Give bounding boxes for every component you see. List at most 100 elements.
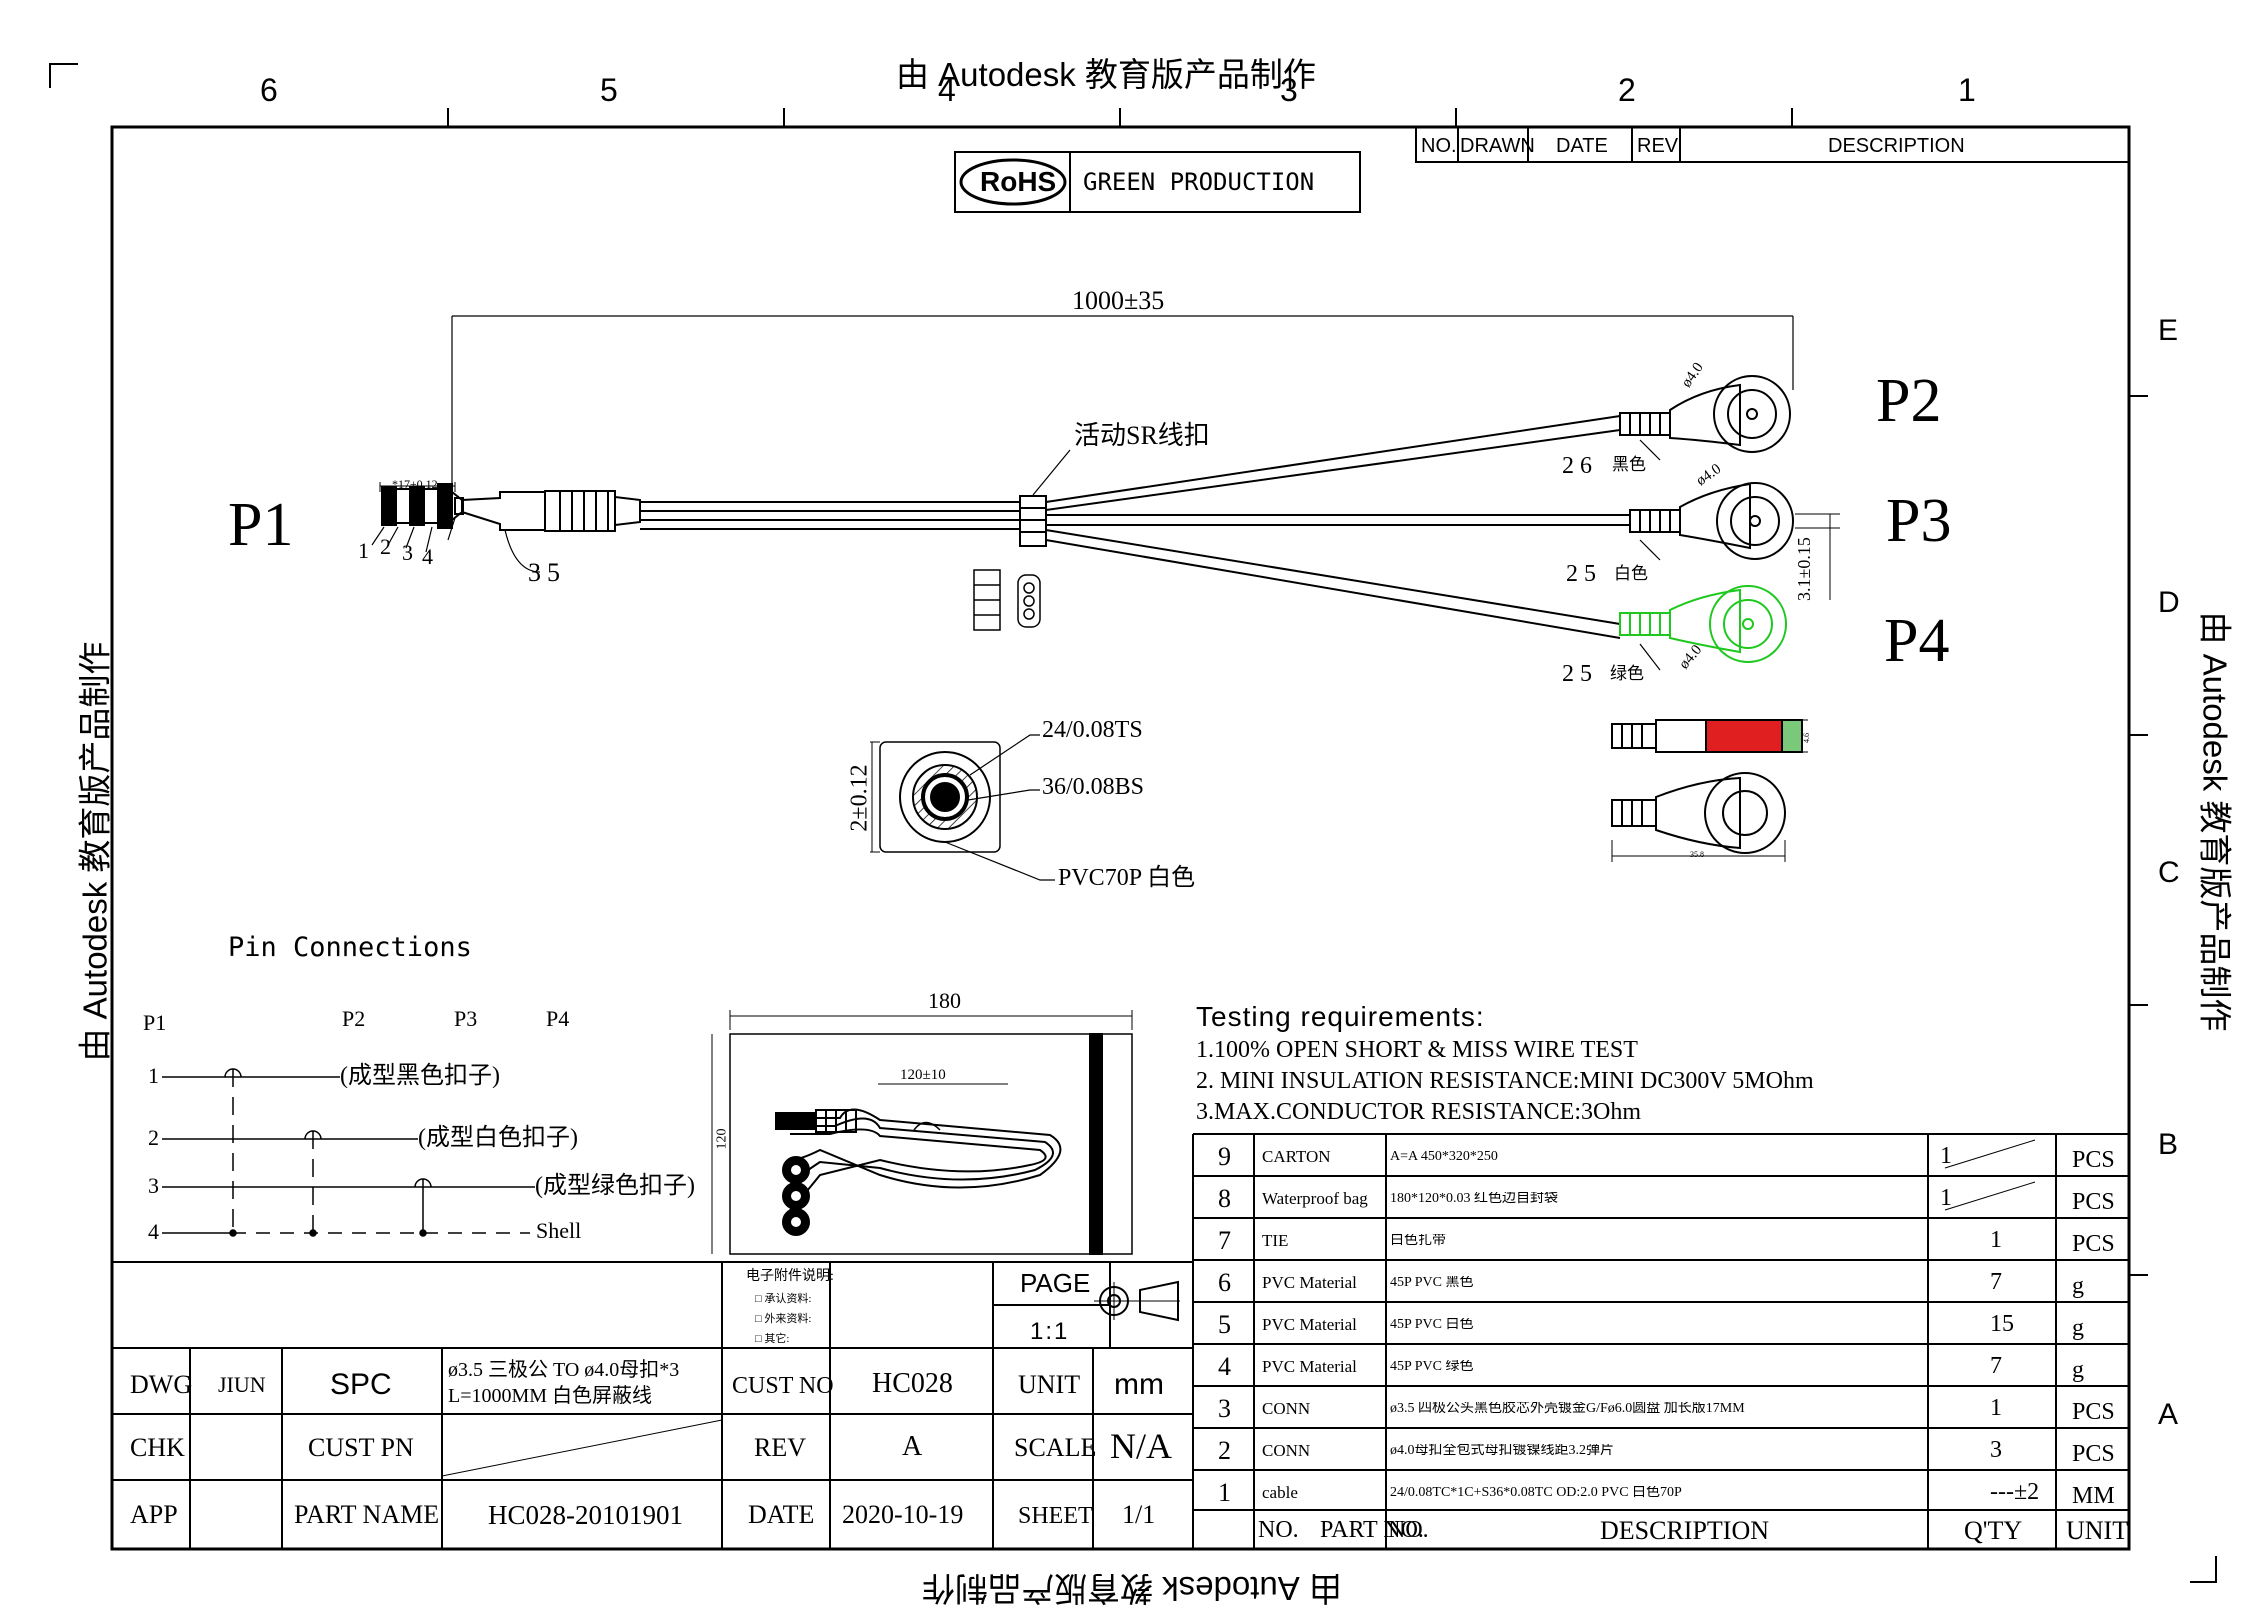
pin-3-label: 3 xyxy=(402,540,413,565)
rohs-label: GREEN PRODUCTION xyxy=(1083,168,1315,196)
bom-row-no: 3 xyxy=(1218,1394,1231,1423)
pin-4-label: 4 xyxy=(422,544,433,569)
bom-row-qty: 1 xyxy=(1940,1143,1952,1169)
rev-header-date: DATE xyxy=(1556,135,1608,157)
bom-row-no: 8 xyxy=(1218,1184,1231,1213)
p3-label: P3 xyxy=(1886,487,1952,555)
bom-row-unit: MM xyxy=(2072,1483,2115,1509)
dwg-by: JIUN xyxy=(218,1372,266,1397)
notes-item-1: □ 承认资料: xyxy=(755,1293,812,1305)
sheet-label: SHEET xyxy=(1018,1503,1093,1529)
bom-row-desc: ø3.5 四极公头黑色胶芯外壳镀金G/Fø6.0圆盘 加长版17MM xyxy=(1390,1402,1745,1416)
od-dimension: 2±0.12 xyxy=(846,764,873,832)
bom-header-desc: DESCRIPTION xyxy=(1600,1516,1770,1545)
bom-row-desc: 45P PVC 绿色 xyxy=(1390,1360,1474,1374)
snap-length-dimension: 35.8 xyxy=(1690,850,1704,859)
bom-row-no: 6 xyxy=(1218,1268,1231,1297)
bom-row-qty: 7 xyxy=(1990,1269,2002,1295)
bom-row-part: cable xyxy=(1262,1483,1298,1502)
bom-header-part: PART NO. xyxy=(1320,1517,1424,1543)
coil-length: 120±10 xyxy=(900,1067,946,1083)
dwg-label: DWG xyxy=(130,1370,193,1399)
pin-row-1-label: (成型黑色扣子) xyxy=(340,1063,500,1089)
bom-row-qty: 1 xyxy=(1940,1185,1952,1211)
zone-row-b: B xyxy=(2158,1128,2179,1161)
snap-side-dimension: 4.6 xyxy=(1802,733,1811,743)
pin-row-3-number: 3 xyxy=(148,1173,159,1198)
bom-row-qty: 1 xyxy=(1990,1395,2002,1421)
bom-row-desc: 45P PVC 白色 xyxy=(1390,1318,1474,1332)
bom-row-desc: 180*120*0.03 红色边自封袋 xyxy=(1390,1192,1558,1206)
zone-row-a: A xyxy=(2158,1398,2179,1431)
p3-snap xyxy=(1629,482,1840,600)
clip-detail xyxy=(973,569,1041,631)
bom-row-unit: PCS xyxy=(2072,1441,2115,1467)
bom-row-qty: 15 xyxy=(1990,1311,2014,1337)
rohs-box xyxy=(954,151,1361,213)
p4-snap xyxy=(1619,585,1787,663)
snap-top-view xyxy=(1611,772,1786,862)
cust-no-label: CUST NO xyxy=(732,1373,834,1399)
unit-label: UNIT xyxy=(1018,1370,1081,1399)
watermark-right: 由 Autodesk 教育版产品制作 xyxy=(2196,611,2234,1032)
plug-length-dimension: *17±0.12 xyxy=(392,477,438,491)
package-height: 120 xyxy=(714,1128,730,1150)
bom-row-no: 7 xyxy=(1218,1226,1231,1255)
pin-row-3-label: (成型绿色扣子) xyxy=(535,1173,695,1199)
bom-header-qty: Q'TY xyxy=(1964,1516,2023,1545)
unit-value: mm xyxy=(1114,1368,1164,1401)
bom-row-part: TIE xyxy=(1262,1231,1289,1250)
jacket-label: PVC70P 白色 xyxy=(1058,865,1196,891)
pin-row-2-label: (成型白色扣子) xyxy=(418,1125,578,1151)
bom-row-unit: PCS xyxy=(2072,1147,2115,1173)
bom-row-unit: PCS xyxy=(2072,1399,2115,1425)
bom-row-part: Waterproof bag xyxy=(1262,1189,1368,1208)
bom-row-desc: 白色扎带 xyxy=(1390,1234,1446,1248)
zone-row-c: C xyxy=(2158,856,2180,889)
title-line-2: L=1000MM 白色屏蔽线 xyxy=(448,1385,653,1407)
part-name-value: HC028-20101901 xyxy=(488,1500,683,1530)
p2-color: 黑色 xyxy=(1612,455,1646,474)
cust-no-value: HC028 xyxy=(872,1368,953,1399)
app-label: APP xyxy=(130,1500,178,1529)
bom-table xyxy=(1192,1133,2129,1549)
rev-value: A xyxy=(902,1431,923,1462)
pin-row-2-number: 2 xyxy=(148,1125,159,1150)
pin-row-4-number: 4 xyxy=(148,1219,159,1244)
rohs-badge: RoHS xyxy=(980,166,1057,197)
bom-row-unit: g xyxy=(2072,1357,2084,1383)
bom-row-qty: 7 xyxy=(1990,1353,2002,1379)
testing-line-3: 3.MAX.CONDUCTOR RESISTANCE:3Ohm xyxy=(1196,1099,1642,1125)
notes-title: 电子附件说明: xyxy=(746,1269,834,1284)
bom-row-part: CONN xyxy=(1262,1441,1311,1460)
p4-note: 25 xyxy=(1562,661,1598,687)
cust-pn-label: CUST PN xyxy=(308,1433,414,1462)
pin-row-1-number: 1 xyxy=(148,1063,159,1088)
bom-row-qty: ---±2 xyxy=(1990,1479,2040,1505)
zone-col-4: 4 xyxy=(938,72,956,108)
zone-row-e: E xyxy=(2158,314,2179,347)
bom-row-desc: 45P PVC 黑色 xyxy=(1390,1276,1474,1290)
pin-2-label: 2 xyxy=(380,534,391,559)
bom-header-no: NO. xyxy=(1258,1517,1299,1543)
rev-header-description: DESCRIPTION xyxy=(1828,135,1965,157)
pin-connections-title: Pin Connections xyxy=(228,932,472,963)
bom-row-unit: PCS xyxy=(2072,1231,2115,1257)
zone-col-2: 2 xyxy=(1618,72,1636,108)
bom-row-desc: ø4.0母扣全包式母扣镀镍线距3.2弹片 xyxy=(1390,1444,1614,1458)
rev-header-rev: REV xyxy=(1637,135,1679,157)
p2-snap xyxy=(1619,375,1791,453)
corner-mark xyxy=(49,63,78,88)
watermark-left: 由 Autodesk 教育版产品制作 xyxy=(76,641,114,1062)
testing-line-2: 2. MINI INSULATION RESISTANCE:MINI DC300… xyxy=(1196,1068,1814,1094)
notes-item-3: □ 其它: xyxy=(755,1333,790,1345)
bom-row-unit: g xyxy=(2072,1273,2084,1299)
scale-value: N/A xyxy=(1110,1426,1172,1466)
pin-header-p1: P1 xyxy=(143,1010,167,1035)
watermark-bottom: 由 Autodesk 教育版产品制作 xyxy=(922,1570,1342,1607)
bom-row-no: 1 xyxy=(1218,1478,1231,1507)
drawing-border xyxy=(110,125,2131,1551)
bom-row-part: CARTON xyxy=(1262,1147,1331,1166)
bom-row-no: 9 xyxy=(1218,1142,1231,1171)
